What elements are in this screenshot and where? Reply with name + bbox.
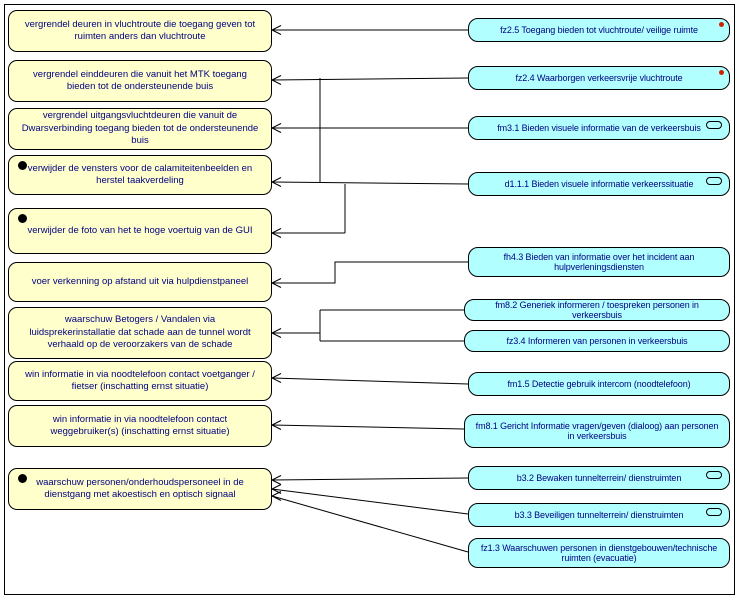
function-box-fh4-3[interactable]: fh4.3 Bieden van informatie over het inc… [468, 247, 730, 277]
service-oval-icon [706, 121, 722, 129]
function-label: b3.2 Bewaken tunnelterrein/ dienstruimte… [516, 472, 682, 483]
activity-label: waarschuw Betogers / Vandalen via luidsp… [29, 314, 251, 351]
activity-label: win informatie in via noodtelefoon conta… [25, 368, 255, 392]
subprocess-dot-icon [18, 161, 27, 170]
subprocess-dot-icon [18, 474, 27, 483]
function-box-fm8-2[interactable]: fm8.2 Generiek informeren / toespreken p… [464, 299, 730, 321]
activity-box-info-road-user[interactable]: win informatie in via noodtelefoon conta… [8, 405, 272, 447]
function-label: fz1.3 Waarschuwen personen in dienstgebo… [480, 542, 718, 563]
activity-label: verwijder de vensters voor de calamiteit… [27, 162, 253, 186]
function-label: fm3.1 Bieden visuele informatie van de v… [497, 122, 701, 133]
activity-label: vergrendel einddeuren die vanuit het MTK… [33, 68, 247, 92]
function-box-fm8-1[interactable]: fm8.1 Gericht Informatie vragen/geven (d… [464, 414, 730, 448]
red-status-dot-icon [719, 22, 724, 27]
service-oval-icon [706, 508, 722, 516]
activity-box-info-pedestrian[interactable]: win informatie in via noodtelefoon conta… [8, 361, 272, 401]
function-label: fm8.1 Gericht Informatie vragen/geven (d… [475, 420, 719, 441]
activity-box-lock-exit-escape-doors[interactable]: vergrendel uitgangsvluchtdeuren die vanu… [8, 108, 272, 150]
function-box-fm3-1[interactable]: fm3.1 Bieden visuele informatie van de v… [468, 116, 730, 140]
activity-label: vergrendel deuren in vluchtroute die toe… [24, 18, 256, 42]
subprocess-dot-icon [18, 214, 27, 223]
activity-box-remove-incident-windows[interactable]: verwijder de vensters voor de calamiteit… [8, 155, 272, 195]
function-box-fz1-3[interactable]: fz1.3 Waarschuwen personen in dienstgebo… [468, 538, 730, 568]
function-box-fz2-5[interactable]: fz2.5 Toegang bieden tot vluchtroute/ ve… [468, 18, 730, 42]
activity-box-warn-service-corridor[interactable]: waarschuw personen/onderhoudspersoneel i… [8, 468, 272, 510]
function-box-fm1-5[interactable]: fm1.5 Detectie gebruik intercom (noodtel… [468, 372, 730, 396]
activity-label: vergrendel uitgangsvluchtdeuren die vanu… [21, 110, 259, 147]
service-oval-icon [706, 471, 722, 479]
function-label: d1.1.1 Bieden visuele informatie verkeer… [504, 178, 694, 189]
function-box-fz2-4[interactable]: fz2.4 Waarborgen verkeersvrije vluchtrou… [468, 66, 730, 90]
activity-label: voer verkenning op afstand uit via hulpd… [31, 275, 249, 287]
function-box-fz3-4[interactable]: fz3.4 Informeren van personen in verkeer… [464, 330, 730, 352]
activity-box-warn-vandals[interactable]: waarschuw Betogers / Vandalen via luidsp… [8, 307, 272, 359]
function-label: fz3.4 Informeren van personen in verkeer… [506, 335, 688, 346]
activity-label: waarschuw personen/onderhoudspersoneel i… [36, 476, 244, 500]
activity-box-lock-end-doors-mtk[interactable]: vergrendel einddeuren die vanuit het MTK… [8, 60, 272, 102]
activity-box-lock-escape-doors[interactable]: vergrendel deuren in vluchtroute die toe… [8, 10, 272, 52]
service-oval-icon [706, 177, 722, 185]
activity-label: verwijder de foto van het te hoge voertu… [27, 224, 253, 236]
activity-box-remove-vehicle-photo[interactable]: verwijder de foto van het te hoge voertu… [8, 208, 272, 254]
function-box-d1-1-1[interactable]: d1.1.1 Bieden visuele informatie verkeer… [468, 172, 730, 196]
activity-label: win informatie in via noodtelefoon conta… [50, 413, 230, 437]
function-label: fm8.2 Generiek informeren / toespreken p… [495, 299, 699, 320]
function-box-b3-3[interactable]: b3.3 Beveiligen tunnelterrein/ dienstrui… [468, 503, 730, 527]
activity-box-remote-recon[interactable]: voer verkenning op afstand uit via hulpd… [8, 262, 272, 302]
function-box-b3-2[interactable]: b3.2 Bewaken tunnelterrein/ dienstruimte… [468, 466, 730, 490]
function-label: b3.3 Beveiligen tunnelterrein/ dienstrui… [514, 509, 684, 520]
diagram-border [4, 4, 735, 595]
function-label: fz2.4 Waarborgen verkeersvrije vluchtrou… [515, 72, 683, 83]
function-label: fz2.5 Toegang bieden tot vluchtroute/ ve… [500, 24, 698, 35]
function-label: fh4.3 Bieden van informatie over het inc… [503, 251, 695, 272]
function-label: fm1.5 Detectie gebruik intercom (noodtel… [507, 378, 691, 389]
red-status-dot-icon [719, 70, 724, 75]
